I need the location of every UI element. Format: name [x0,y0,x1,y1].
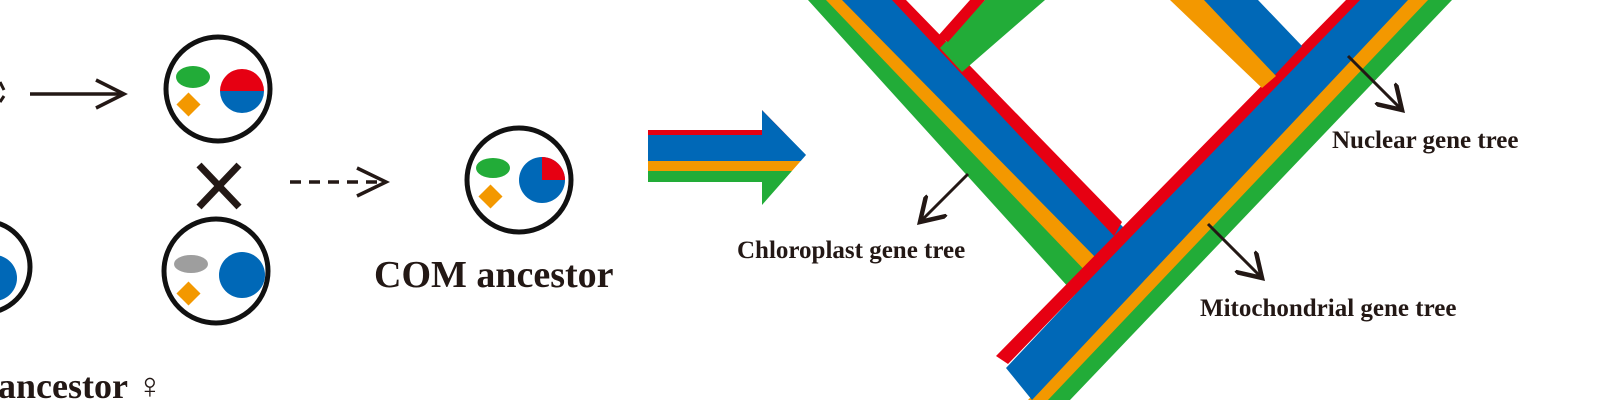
orange-organelle [176,92,201,117]
parent-cell-bottom [161,216,271,326]
nuclear-gene-tree-label: Nuclear gene tree [1332,127,1519,154]
chloroplast-gene-tree-label: Chloroplast gene tree [737,237,966,264]
upper-branch-blue [1202,0,1302,78]
inner-branch-green [940,0,1045,72]
com-ancestor-label: COM ancestor [374,254,614,296]
mitochondrial-gene-tree-label: Mitochondrial gene tree [1200,295,1457,322]
orange-organelle [478,184,503,209]
striped-transition-arrow [648,110,806,205]
left-top-arrow-fragment [0,81,6,103]
gray-organelle [174,255,208,273]
red-nucleus-sector [542,157,565,180]
left-branch-green [808,0,1110,300]
trunk-blue [1006,0,1408,400]
trunk-orange [1028,0,1428,400]
solid-arrow [30,78,128,110]
left-branch-red [892,0,1122,236]
green-organelle [476,158,510,178]
nuclear-pointer [1346,54,1402,110]
nucleus-red-blue [220,69,264,91]
gene-tree [808,0,1452,400]
mitochondrial-pointer [1206,222,1262,278]
orange-organelle [176,281,201,306]
parent-cell-top [163,34,273,144]
cross-symbol [196,162,242,210]
chloroplast-pointer [920,172,970,222]
partial-cell-left [0,221,33,313]
inner-branch-red [938,0,985,42]
trunk-red [996,0,1360,364]
ancestor-female-label: ancestor ♀ [0,366,164,406]
left-branch-blue [842,0,1126,262]
upper-branch-orange [1170,0,1276,88]
com-ancestor-cell [464,125,574,235]
blue-nucleus [219,252,265,298]
green-organelle [176,66,210,88]
left-branch-orange [826,0,1108,278]
dashed-arrow [290,166,391,198]
